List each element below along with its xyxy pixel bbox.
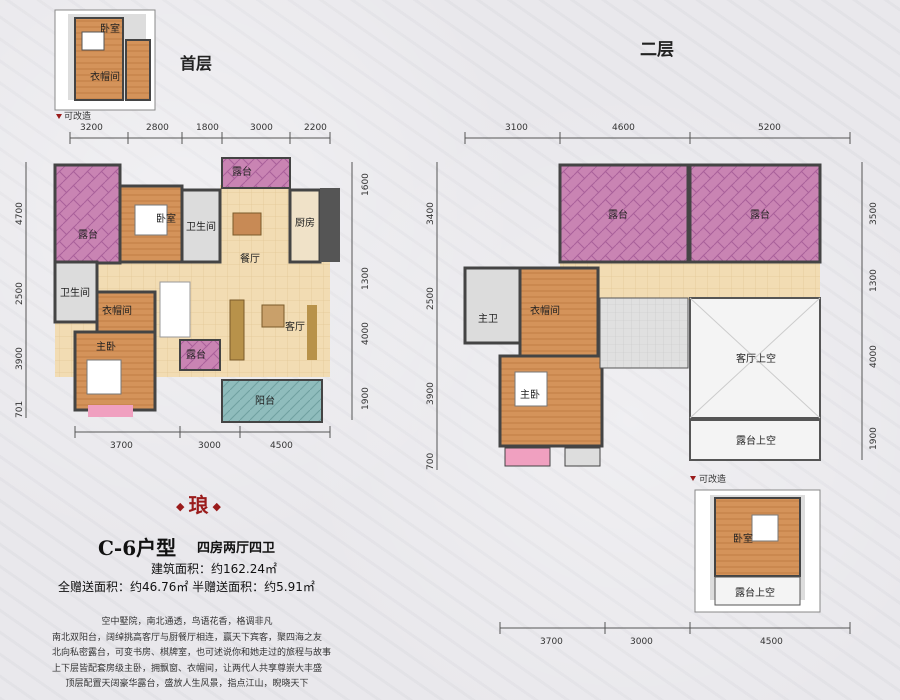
- f1-room-living: 客厅: [285, 320, 305, 333]
- f2-dim-left-3: 3900: [426, 382, 436, 405]
- f1-dim-top-3: 1800: [196, 123, 219, 133]
- floor1-mini-plan: 卧室 衣帽间 可改造: [54, 9, 156, 122]
- f1-dim-left-2: 2500: [15, 282, 25, 305]
- f1-dim-bottom-1: 3700: [110, 441, 133, 451]
- floor2-left-dims: 3400 2500 3900 700: [426, 162, 438, 470]
- floor2-mini-plan: 可改造 卧室 露台上空: [690, 473, 821, 613]
- floor1-left-dims: 4700 2500 3900 701: [15, 162, 27, 418]
- desc-line-5: 顶层配置天阔豪华露台，盛放人生风景，指点江山，睨晓天下: [65, 679, 309, 689]
- f1-mini-bedroom: 卧室: [100, 22, 120, 35]
- f1-dim-right-3: 4000: [361, 322, 371, 345]
- f1-dim-left-3: 3900: [15, 347, 25, 370]
- f1-dim-top-2: 2800: [146, 123, 169, 133]
- floor2-title: 二层: [640, 40, 674, 60]
- series-badge: ◆琅◆: [176, 493, 221, 517]
- building-area: 建筑面积：约162.24㎡: [151, 562, 277, 576]
- f1-room-kitchen: 厨房: [295, 216, 315, 229]
- f2-dim-right-4: 1900: [869, 427, 879, 450]
- f1-room-terrace: 露台: [78, 228, 98, 241]
- f2-dim-top-1: 3100: [505, 123, 528, 133]
- f2-mini-note: 可改造: [699, 473, 726, 485]
- floor1-title: 首层: [180, 54, 213, 73]
- f2-room-closet: 衣帽间: [530, 304, 560, 317]
- f2-room-terrace2: 露台: [750, 208, 770, 221]
- f1-room-balcony-top: 露台: [232, 165, 252, 178]
- unit-model: C-6户型: [98, 536, 177, 560]
- floor1-right-dims: 1600 1300 4000 1900: [351, 162, 371, 420]
- f1-room-terrace-small: 露台: [186, 348, 206, 361]
- desc-line-2: 南北双阳台，阔绰挑高客厅与厨餐厅相连，赢天下宾客，聚四海之友: [52, 632, 323, 643]
- f2-room-bath: 主卫: [478, 313, 498, 325]
- f2-mini-terrace-void: 露台上空: [735, 586, 775, 599]
- floor2-right-dims: 3500 1300 4000 1900: [861, 162, 879, 460]
- f1-room-bedroom: 卧室: [156, 212, 176, 225]
- f1-dim-bottom-2: 3000: [198, 441, 221, 451]
- f2-dim-left-1: 3400: [426, 202, 436, 225]
- description: 空中墅院，南北通透，鸟语花香，格调非凡 南北双阳台，阔绰挑高客厅与厨餐厅相连，赢…: [52, 615, 332, 693]
- f1-dim-right-2: 1300: [361, 267, 371, 290]
- floor2-top-dims: 3100 4600 5200: [464, 123, 851, 144]
- series-badge-text: 琅: [188, 493, 209, 517]
- f2-dim-right-3: 4000: [869, 345, 879, 368]
- f2-room-terrace-void: 露台上空: [736, 434, 776, 447]
- f1-dim-left-1: 4700: [15, 202, 25, 225]
- f1-dim-right-1: 1600: [361, 173, 371, 196]
- gift-area: 全赠送面积：约46.76㎡ 半赠送面积：约5.91㎡: [58, 580, 315, 594]
- f2-room-living-void: 客厅上空: [736, 352, 776, 365]
- f2-dim-bottom-2: 3000: [630, 637, 653, 647]
- desc-line-3: 北向私密露台，可变书房、棋牌室，也可述说你和她走过的旅程与故事: [52, 648, 332, 658]
- f2-dim-right-1: 3500: [869, 202, 879, 225]
- f1-dim-right-4: 1900: [361, 387, 371, 410]
- f2-room-master: 主卧: [520, 388, 540, 401]
- floor1-plan: 露台 卧室 卫生间 露台 厨房 餐厅 卫生间 衣帽间 客厅 主卧 露台 阳台: [53, 157, 340, 423]
- f2-dim-bottom-1: 3700: [540, 637, 563, 647]
- f2-mini-bedroom: 卧室: [733, 532, 753, 545]
- f1-room-balcony: 阳台: [255, 394, 275, 407]
- desc-line-1: 空中墅院，南北通透，鸟语花香，格调非凡: [101, 617, 273, 627]
- f1-dim-bottom-3: 4500: [270, 441, 293, 451]
- f1-dim-top-1: 3200: [80, 123, 103, 133]
- unit-layout: 四房两厅四卫: [197, 541, 276, 556]
- f1-mini-note: 可改造: [64, 110, 91, 122]
- f2-dim-left-4: 700: [426, 453, 436, 470]
- floor1-top-dims: 3200 2800 1800 3000 2200: [69, 123, 331, 144]
- f1-dim-left-4: 701: [15, 401, 25, 418]
- f2-dim-bottom-3: 4500: [760, 637, 783, 647]
- f2-dim-left-2: 2500: [426, 287, 436, 310]
- f1-room-closet: 衣帽间: [102, 304, 132, 317]
- f2-dim-top-2: 4600: [612, 123, 635, 133]
- f2-dim-top-3: 5200: [758, 123, 781, 133]
- f1-dim-top-5: 2200: [304, 123, 327, 133]
- floor2-plan: 露台 露台 主卫 衣帽间 主卧 客厅上空 露台上空: [463, 163, 822, 467]
- f1-room-bath1: 卫生间: [186, 220, 216, 233]
- f2-dim-right-2: 1300: [869, 269, 879, 292]
- f1-room-bath2: 卫生间: [60, 286, 90, 299]
- desc-line-4: 上下层皆配套房级主卧，拥飘窗、衣帽间，让两代人共享尊崇大丰盛: [52, 663, 323, 674]
- f1-dim-top-4: 3000: [250, 123, 273, 133]
- f2-room-terrace1: 露台: [608, 208, 628, 221]
- f1-room-master: 主卧: [96, 340, 116, 353]
- f1-mini-closet: 衣帽间: [90, 70, 120, 83]
- floor2-bottom-dims: 3700 3000 4500: [499, 622, 851, 647]
- f1-room-dining: 餐厅: [240, 252, 260, 265]
- floor1-bottom-dims: 3700 3000 4500: [74, 426, 331, 451]
